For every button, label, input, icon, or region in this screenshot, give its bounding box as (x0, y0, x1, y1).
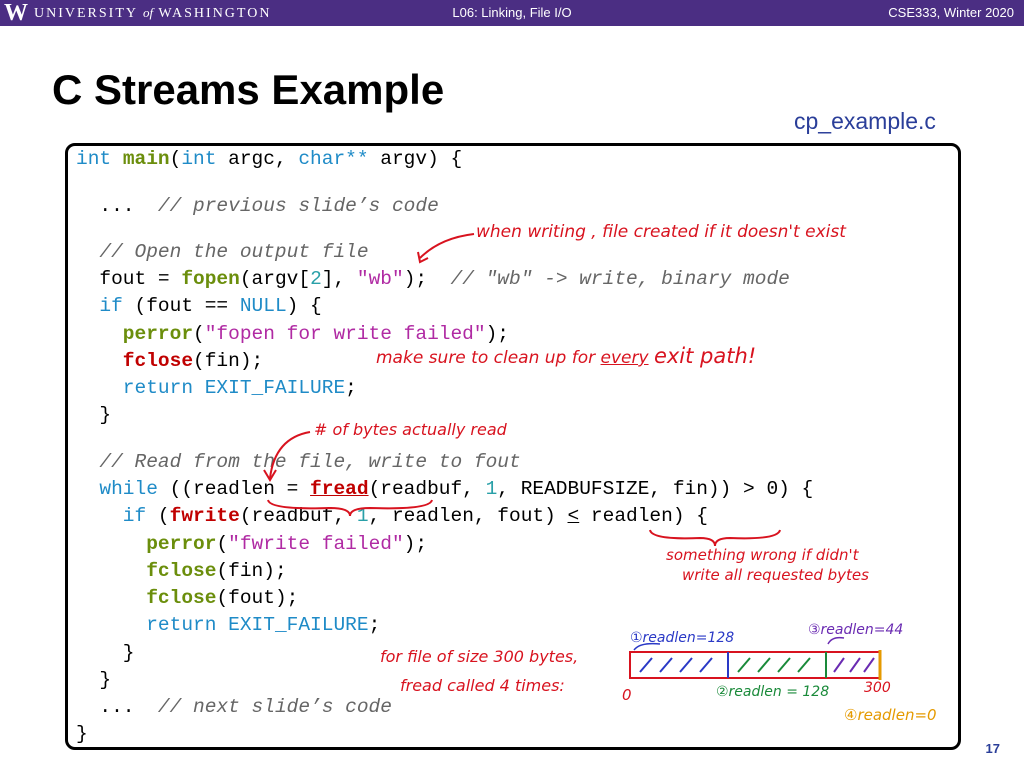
annotation-file-size-2: fread called 4 times: (400, 676, 565, 695)
annotation-readlen-3: ③readlen=44 (808, 622, 904, 638)
header-bar: W UNIVERSITY of WASHINGTON L06: Linking,… (0, 0, 1024, 26)
page-number: 17 (985, 741, 1000, 756)
course-label: CSE333, Winter 2020 (888, 5, 1014, 20)
code-line-13: perror("fwrite failed"); (76, 533, 428, 555)
annotation-write-note: when writing , file created if it doesn'… (476, 222, 846, 242)
annotation-cleanup: make sure to clean up for every exit pat… (376, 344, 756, 368)
code-line-16: return EXIT_FAILURE; (76, 614, 381, 636)
code-line-19: ... // next slide’s code (76, 696, 392, 718)
code-line-7: fclose(fin); (76, 350, 264, 372)
code-line-17: } (76, 642, 135, 664)
code-line-14: fclose(fin); (76, 560, 287, 582)
annotation-readlen-1: ①readlen=128 (630, 630, 735, 646)
code-line-3: // Open the output file (76, 241, 369, 263)
annotation-bytes-read: # of bytes actually read (314, 420, 507, 439)
code-line-5: if (fout == NULL) { (76, 295, 322, 317)
uw-wordmark-washington: WASHINGTON (158, 6, 272, 21)
code-line-2: ... // previous slide’s code (76, 195, 439, 217)
code-line-9: } (76, 404, 112, 426)
code-listing: int main(int argc, char** argv) { ... //… (0, 0, 813, 745)
code-line-6: perror("fopen for write failed"); (76, 323, 509, 345)
code-line-15: fclose(fout); (76, 587, 299, 609)
annotation-cleanup-exit-path: exit path! (653, 344, 757, 368)
code-line-20: } (76, 723, 88, 745)
code-box (65, 143, 961, 750)
uw-wordmark-university: UNIVERSITY (34, 6, 138, 21)
file-name-label: cp_example.c (794, 108, 936, 134)
annotation-readlen-2: ②readlen = 128 (716, 684, 830, 700)
annotation-cleanup-every: every (600, 348, 649, 368)
buffer-axis-300: 300 (864, 680, 891, 696)
annotation-readlen-4: ④readlen=0 (844, 706, 937, 724)
annotation-file-size-1: for file of size 300 bytes, (380, 647, 579, 666)
code-line-18: } (76, 669, 112, 691)
code-line-10: // Read from the file, write to fout (76, 451, 521, 473)
code-line-4: fout = fopen(argv[2], "wb"); // "wb" -> … (76, 268, 790, 290)
uw-wordmark-of: of (142, 5, 154, 20)
slide-title: C Streams Example (52, 66, 445, 113)
uw-logo-mark: W (4, 0, 28, 26)
uw-wordmark: UNIVERSITY of WASHINGTON (34, 0, 271, 27)
annotation-cleanup-text: make sure to clean up for (376, 348, 596, 368)
annotation-something-wrong-1: something wrong if didn't (666, 546, 859, 564)
annotation-something-wrong-2: write all requested bytes (682, 566, 869, 584)
code-line-12: if (fwrite(readbuf, 1, readlen, fout) < … (76, 505, 708, 527)
code-line-11: while ((readlen = fread(readbuf, 1, READ… (76, 478, 814, 500)
lecture-title: L06: Linking, File I/O (452, 5, 572, 20)
code-line-8: return EXIT_FAILURE; (76, 377, 357, 399)
buffer-axis-zero: 0 (622, 686, 632, 704)
code-line-1: int main(int argc, char** argv) { (76, 148, 463, 170)
